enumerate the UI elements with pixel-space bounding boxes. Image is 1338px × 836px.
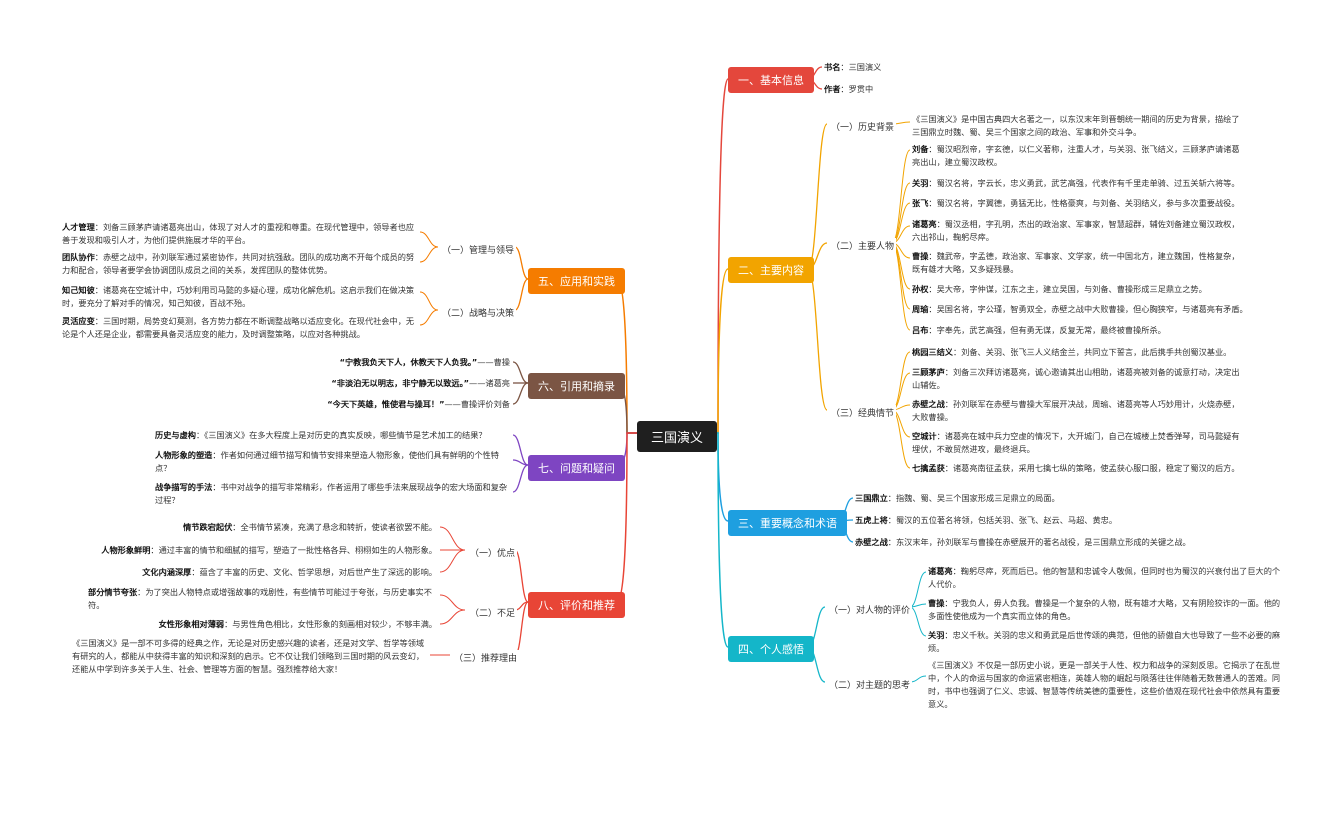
center-topic[interactable]: 三国演义 bbox=[637, 421, 718, 452]
character-item: 张飞：蜀汉名将，字翼德，勇猛无比，性格豪爽，与刘备、关羽结义，参与多次重要战役。 bbox=[912, 198, 1240, 208]
question-item: 历史与虚构：《三国演义》在多大程度上是对历史的真实反映，哪些情节是艺术加工的结果… bbox=[155, 430, 487, 440]
connector bbox=[419, 291, 439, 311]
connector bbox=[439, 609, 466, 625]
management-item: 人才管理：刘备三顾茅庐请诸葛亮出山，体现了对人才的重视和尊重。在现代管理中，领导… bbox=[62, 222, 415, 245]
sub-history-background[interactable]: （一）历史背景 bbox=[829, 119, 897, 134]
connector bbox=[419, 246, 439, 263]
branch-feelings[interactable]: 四、个人感悟 bbox=[728, 636, 814, 662]
recommendation-text: 《三国演义》是一部不可多得的经典之作，无论是对历史感兴趣的读者，还是对文学、哲学… bbox=[72, 638, 425, 674]
branch-application[interactable]: 五、应用和实践 bbox=[528, 268, 625, 294]
quote-item: “非淡泊无以明志，非宁静无以致远。”——诸葛亮 bbox=[331, 378, 510, 388]
weakness-item: 女性形象相对薄弱：与男性角色相比，女性形象的刻画相对较少，不够丰满。 bbox=[158, 619, 437, 629]
question-item: 人物形象的塑造：作者如何通过细节描写和情节安排来塑造人物形象，使他们具有鲜明的个… bbox=[155, 450, 499, 473]
character-item: 关羽：蜀汉名将，字云长，忠义勇武，武艺高强，代表作有千里走单骑、过五关斩六将等。 bbox=[912, 178, 1240, 188]
strategy-item: 灵活应变：三国时期，局势变幻莫测，各方势力都在不断调整战略以适应变化。在现代社会… bbox=[62, 316, 415, 339]
quote-item: “宁教我负天下人，休教天下人负我。”——曹操 bbox=[339, 357, 510, 367]
strength-item: 人物形象鲜明：通过丰富的情节和细腻的描写，塑造了一批性格各异、栩栩如生的人物形象… bbox=[101, 545, 437, 555]
character-item: 周瑜：吴国名将，字公瑾，智勇双全，赤壁之战中大败曹操，但心胸狭窄，与诸葛亮有矛盾… bbox=[912, 304, 1248, 314]
character-item: 孙权：吴大帝，字仲谋，江东之主，建立吴国，与刘备、曹操形成三足鼎立之势。 bbox=[912, 284, 1207, 294]
connector bbox=[419, 309, 439, 326]
connector bbox=[439, 549, 466, 573]
evaluation-item: 关羽：忠义千秋。关羽的忠义和勇武是后世传颂的典范，但他的骄傲自大也导致了一些不必… bbox=[928, 630, 1281, 653]
question-item: 战争描写的手法：书中对战争的描写非常精彩，作者运用了哪些手法来展现战争的宏大场面… bbox=[155, 482, 508, 505]
theme-text: 《三国演义》不仅是一部历史小说，更是一部关于人性、权力和战争的深刻反思。它揭示了… bbox=[928, 660, 1281, 709]
character-item: 曹操：魏武帝，字孟德，政治家、军事家、文学家，统一中国北方，建立魏国，性格复杂，… bbox=[912, 251, 1240, 274]
plot-item: 赤壁之战：孙刘联军在赤壁与曹操大军展开决战，周瑜、诸葛亮等人巧妙用计，火烧赤壁，… bbox=[912, 399, 1240, 422]
sub-theme-reflection[interactable]: （二）对主题的思考 bbox=[827, 677, 913, 692]
connector bbox=[514, 246, 529, 280]
sub-character-evaluation[interactable]: （一）对人物的评价 bbox=[827, 602, 913, 617]
strength-item: 情节跌宕起伏：全书情节紧凑，充满了悬念和转折，使读者欲罢不能。 bbox=[183, 522, 437, 532]
sub-main-characters[interactable]: （二）主要人物 bbox=[829, 238, 897, 253]
plot-item: 空城计：诸葛亮在城中兵力空虚的情况下，大开城门，自己在城楼上焚香弹琴，司马懿疑有… bbox=[912, 431, 1240, 454]
plot-item: 七擒孟获：诸葛亮南征孟获，采用七擒七纵的策略，使孟获心服口服，稳定了蜀汉的后方。 bbox=[912, 463, 1240, 473]
connector bbox=[891, 149, 911, 244]
connector bbox=[909, 606, 927, 637]
character-item: 吕布：字奉先，武艺高强，但有勇无谋，反复无常，最终被曹操所杀。 bbox=[912, 325, 1166, 335]
connector bbox=[512, 464, 529, 493]
connector bbox=[512, 361, 529, 384]
branch-review[interactable]: 八、评价和推荐 bbox=[528, 592, 625, 618]
character-item: 刘备：蜀汉昭烈帝，字玄德，以仁义著称，注重人才，与关羽、张飞结义，三顾茅庐请诸葛… bbox=[912, 144, 1240, 167]
connector bbox=[708, 268, 729, 434]
quote-item: “今天下英雄，惟使君与操耳！”——曹操评价刘备 bbox=[327, 399, 510, 409]
term-item: 三国鼎立：指魏、蜀、吴三个国家形成三足鼎立的局面。 bbox=[855, 493, 1060, 503]
sub-strategy-decision[interactable]: （二）战略与决策 bbox=[440, 305, 517, 320]
history-text: 《三国演义》是中国古典四大名著之一，以东汉末年到晋朝统一期间的历史为背景，描绘了… bbox=[912, 114, 1240, 137]
branch-terms[interactable]: 三、重要概念和术语 bbox=[728, 510, 847, 536]
connector bbox=[909, 571, 927, 608]
connector bbox=[909, 675, 927, 683]
connector bbox=[891, 351, 911, 411]
evaluation-item: 曹操：宁我负人，毋人负我。曹操是一个复杂的人物，既有雄才大略，又有阴险狡诈的一面… bbox=[928, 598, 1281, 621]
strength-item: 文化内涵深厚：蕴含了丰富的历史、文化、哲学思想，对后世产生了深远的影响。 bbox=[142, 567, 437, 577]
weakness-item: 部分情节夸张：为了突出人物特点或增强故事的戏剧性，有些情节可能过于夸张，与历史事… bbox=[88, 587, 432, 610]
evaluation-item: 诸葛亮：鞠躬尽瘁，死而后已。他的智慧和忠诚令人敬佩，但同时也为蜀汉的兴衰付出了巨… bbox=[928, 566, 1281, 589]
plot-item: 三顾茅庐：刘备三次拜访诸葛亮，诚心邀请其出山相助，诸葛亮被刘备的诚意打动，决定出… bbox=[912, 367, 1240, 390]
sub-recommendation[interactable]: （三）推荐理由 bbox=[452, 650, 520, 665]
term-item: 五虎上将：蜀汉的五位著名将领，包括关羽、张飞、赵云、马超、黄忠。 bbox=[855, 515, 1118, 525]
character-item: 诸葛亮：蜀汉丞相，字孔明，杰出的政治家、军事家，智慧超群，辅佐刘备建立蜀汉政权，… bbox=[912, 219, 1240, 242]
connector bbox=[512, 459, 529, 466]
branch-main-content[interactable]: 二、主要内容 bbox=[728, 257, 814, 283]
branch-questions[interactable]: 七、问题和疑问 bbox=[528, 455, 625, 481]
connector bbox=[419, 231, 439, 248]
branch-quotes[interactable]: 六、引用和摘录 bbox=[528, 373, 625, 399]
connector bbox=[514, 278, 529, 311]
connector bbox=[708, 432, 729, 648]
term-item: 赤壁之战：东汉末年，孙刘联军与曹操在赤壁展开的著名战役，是三国鼎立形成的关键之战… bbox=[855, 537, 1191, 547]
sub-strengths[interactable]: （一）优点 bbox=[468, 545, 518, 560]
basic-title-item: 书名：三国演义 bbox=[824, 62, 882, 72]
connector bbox=[891, 242, 911, 331]
connector bbox=[512, 434, 529, 466]
sub-weaknesses[interactable]: （二）不足 bbox=[468, 605, 518, 620]
basic-author-item: 作者：罗贯中 bbox=[824, 84, 874, 94]
connector bbox=[807, 268, 828, 411]
connector bbox=[807, 123, 828, 270]
management-item: 团队协作：赤壁之战中，孙刘联军通过紧密协作，共同对抗强敌。团队的成功离不开每个成… bbox=[62, 252, 415, 275]
strategy-item: 知己知彼：诸葛亮在空城计中，巧妙利用司马懿的多疑心理，成功化解危机。这启示我们在… bbox=[62, 285, 415, 308]
connector bbox=[512, 382, 529, 405]
connector bbox=[439, 526, 466, 551]
sub-management-leadership[interactable]: （一）管理与领导 bbox=[440, 242, 517, 257]
connector bbox=[891, 202, 911, 244]
plot-item: 桃园三结义：刘备、关羽、张飞三人义结金兰，共同立下誓言，此后携手共创蜀汉基业。 bbox=[912, 347, 1232, 357]
sub-classic-plots[interactable]: （三）经典情节 bbox=[829, 405, 897, 420]
branch-basic-info[interactable]: 一、基本信息 bbox=[728, 67, 814, 93]
connector bbox=[439, 594, 466, 611]
